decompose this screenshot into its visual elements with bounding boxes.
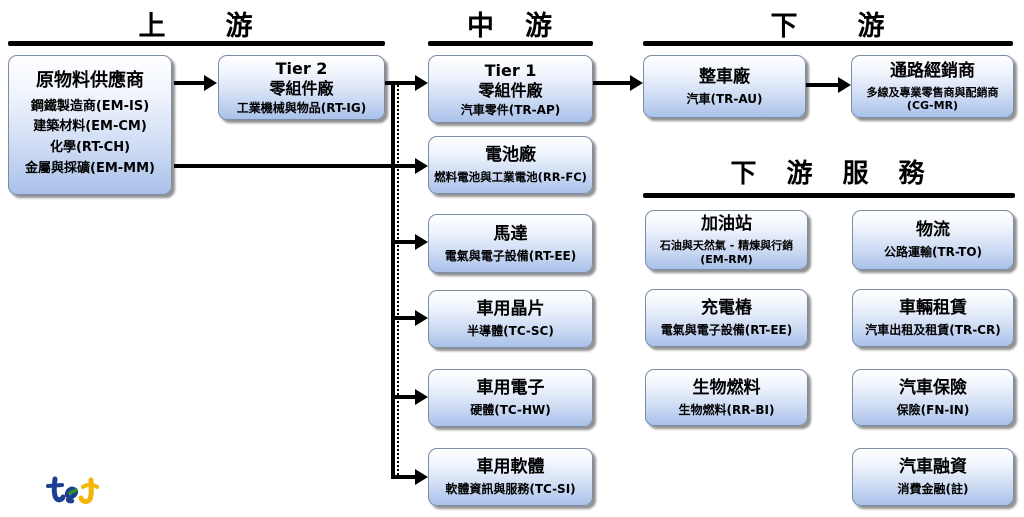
tej-logo (42, 472, 104, 514)
downstream-services-underline (643, 193, 1015, 198)
arrow-raw-to-tier2-line (174, 81, 206, 85)
box-title: 物流 (916, 220, 950, 241)
box-subtitle: 電氣與電子設備(RT-EE) (444, 248, 577, 263)
box-title: 車用電子 (476, 378, 545, 399)
box-auto-insurance: 汽車保險 保險(FN-IN) (852, 369, 1014, 426)
section-header-upstream: 上 游 (138, 11, 255, 42)
box-charging-pile: 充電樁 電氣與電子設備(RT-EE) (645, 289, 808, 347)
box-title: 車輛租賃 (899, 298, 967, 319)
branch-electronics-head (415, 389, 428, 405)
box-vehicle-rental: 車輛租賃 汽車出租及租賃(TR-CR) (852, 289, 1014, 347)
box-gas-station: 加油站 石油與天然氣 - 精煉與行銷 (EM-RM) (645, 210, 808, 270)
box-title: 汽車融資 (899, 457, 967, 478)
branch-electronics-line (393, 395, 417, 399)
box-subtitle: 公路運輸(TR-TO) (884, 245, 982, 260)
arrow-oem-to-distributor-head (838, 77, 851, 93)
arrow-tier2-to-tier1-head (415, 75, 428, 91)
box-subtitle: 石油與天然氣 - 精煉與行銷 (659, 239, 794, 253)
box-auto-chip: 車用晶片 半導體(TC-SC) (428, 290, 593, 348)
tej-logo-graphic (46, 476, 99, 504)
raw-item-steel: 鋼鐵製造商(EM-IS) (30, 98, 150, 114)
box-subtitle: 半導體(TC-SC) (467, 324, 554, 339)
downstream-underline (643, 41, 1013, 46)
midstream-underline (428, 41, 593, 46)
box-title: 車用軟體 (476, 457, 545, 478)
arrow-oem-to-distributor-line (806, 83, 840, 87)
box-title: 通路經銷商 (890, 60, 975, 81)
arrow-raw-to-tier2-head (204, 75, 217, 91)
section-header-downstream-services: 下 游 服 務 (730, 159, 927, 189)
box-title-line2: 零組件廠 (269, 79, 334, 99)
arrow-tier2-to-tier1-line (385, 81, 417, 85)
upstream-underline (8, 41, 385, 46)
box-subtitle: 汽車(TR-AU) (686, 91, 763, 106)
box-battery-maker: 電池廠 燃料電池與工業電池(RR-FC) (428, 136, 593, 194)
branch-battery-line (393, 164, 417, 168)
box-oem-assembler: 整車廠 汽車(TR-AU) (643, 55, 806, 118)
box-logistics: 物流 公路運輸(TR-TO) (852, 210, 1014, 270)
box-title-line2: 零組件廠 (478, 80, 543, 100)
branch-battery-head (415, 158, 428, 174)
box-subtitle-line2: (CG-MR) (906, 99, 959, 113)
section-header-midstream: 中 游 (467, 11, 554, 42)
box-title: 充電樁 (701, 298, 752, 319)
box-subtitle: 消費金融(註) (897, 482, 969, 497)
box-channel-distributor: 通路經銷商 多線及專業零售商與配銷商 (CG-MR) (851, 55, 1014, 118)
box-title: 電池廠 (485, 145, 536, 166)
box-subtitle: 硬體(TC-HW) (470, 403, 551, 418)
branch-software-line (393, 475, 417, 479)
box-tier2-parts-maker: Tier 2 零組件廠 工業機械與物品(RT-IG) (218, 55, 385, 120)
box-title: 生物燃料 (692, 377, 761, 398)
raw-item-construction: 建築材料(EM-CM) (33, 119, 147, 135)
box-raw-material-supplier: 原物料供應商 鋼鐵製造商(EM-IS) 建築材料(EM-CM) 化學(RT-CH… (8, 55, 172, 195)
raw-item-metal-mining: 金屬與採礦(EM-MM) (25, 161, 155, 177)
raw-item-chemical: 化學(RT-CH) (49, 140, 131, 156)
box-title: 馬達 (493, 223, 528, 244)
box-subtitle: 電氣與電子設備(RT-EE) (660, 323, 793, 338)
box-title: 整車廠 (699, 66, 750, 87)
box-biofuel: 生物燃料 生物燃料(RR-BI) (645, 369, 808, 426)
branch-chip-line (393, 316, 417, 320)
box-motor: 馬達 電氣與電子設備(RT-EE) (428, 214, 593, 273)
arrow-tier1-to-oem-line (593, 81, 633, 85)
box-subtitle: 多線及專業零售商與配銷商 (866, 85, 999, 99)
box-subtitle: 軟體資訊與服務(TC-SI) (445, 482, 576, 497)
box-title: 汽車保險 (899, 377, 967, 398)
branch-software-head (415, 469, 428, 485)
arrow-tier1-to-oem-head (630, 75, 643, 91)
branch-motor-head (415, 234, 428, 250)
box-auto-software: 車用軟體 軟體資訊與服務(TC-SI) (428, 448, 593, 506)
box-subtitle: 工業機械與物品(RT-IG) (236, 101, 367, 116)
box-subtitle: 燃料電池與工業電池(RR-FC) (434, 169, 587, 184)
trunk-vertical-line (391, 81, 395, 479)
box-subtitle: 汽車零件(TR-AP) (460, 102, 561, 117)
box-subtitle-line2: (EM-RM) (700, 252, 753, 266)
box-title-line1: Tier 2 (275, 59, 328, 79)
branch-motor-line (393, 240, 417, 244)
box-auto-electronics: 車用電子 硬體(TC-HW) (428, 369, 593, 427)
box-title: 車用晶片 (476, 299, 545, 320)
box-title-line1: Tier 1 (484, 60, 537, 80)
box-auto-financing: 汽車融資 消費金融(註) (852, 448, 1014, 506)
branch-chip-head (415, 310, 428, 326)
section-header-downstream: 下 游 (770, 11, 887, 42)
box-title: 加油站 (701, 214, 752, 235)
box-title: 原物料供應商 (36, 70, 144, 92)
box-subtitle: 汽車出租及租賃(TR-CR) (865, 323, 1001, 338)
box-tier1-parts-maker: Tier 1 零組件廠 汽車零件(TR-AP) (428, 55, 593, 123)
trunk-dotted-line (397, 85, 399, 479)
raw-material-items: 鋼鐵製造商(EM-IS) 建築材料(EM-CM) 化學(RT-CH) 金屬與採礦… (25, 97, 155, 180)
box-subtitle: 保險(FN-IN) (896, 402, 970, 417)
line-raw-metals-to-trunk (174, 164, 393, 168)
box-subtitle: 生物燃料(RR-BI) (678, 402, 775, 417)
